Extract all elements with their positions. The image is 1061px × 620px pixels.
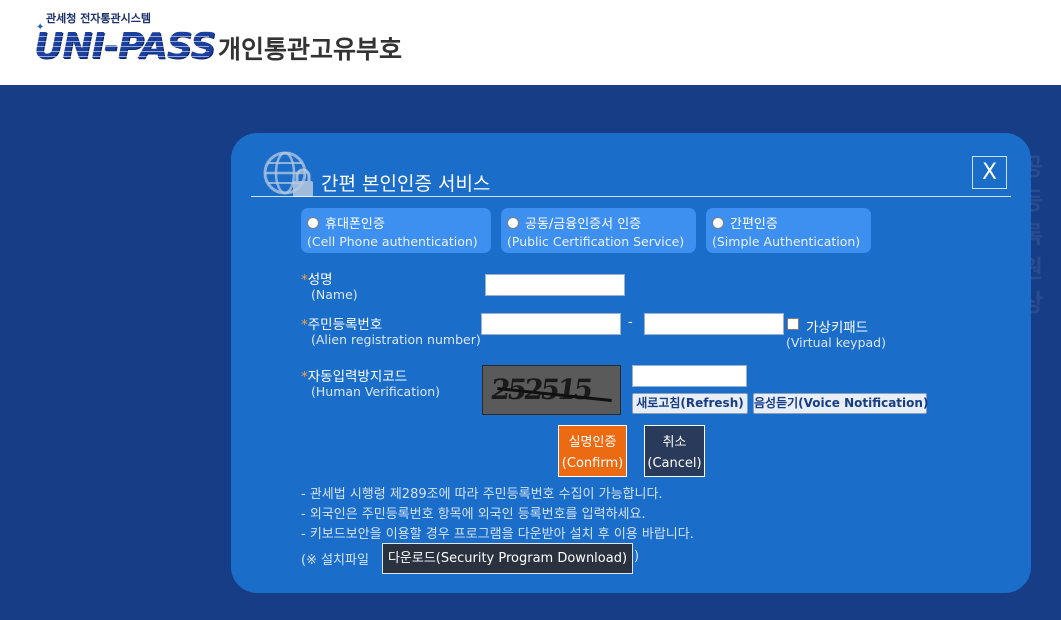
voice-button[interactable]: 음성듣기(Voice Notification) <box>753 393 928 414</box>
confirm-sublabel: (Confirm) <box>561 456 624 471</box>
captcha-label: *자동입력방지코드 <box>301 365 407 385</box>
auth-option-sublabel: (Public Certification Service) <box>507 234 685 249</box>
confirm-label: 실명인증 <box>568 435 617 450</box>
note-item: - 키보드보안을 이용할 경우 프로그램을 다운받아 설치 후 이용 바랍니다. <box>301 527 694 542</box>
page-title: 개인통관고유부호 <box>218 35 403 64</box>
regno-label-text: 주민등록번호 <box>307 317 383 333</box>
auth-option-label: 공동/금융인증서 인증 <box>525 217 642 232</box>
captcha-label-text: 자동입력방지코드 <box>307 369 408 385</box>
regno-separator: - <box>628 315 633 330</box>
globe-lock-icon <box>263 151 313 197</box>
page-header: 관세청 전자통관시스템 ✦ UNI-PASS 개인통관고유부호 <box>0 0 1061 85</box>
auth-modal: 간편 본인인증 서비스 X 휴대폰인증 (Cell Phone authenti… <box>231 133 1031 593</box>
auth-option-simple[interactable]: 간편인증 (Simple Authentication) <box>706 208 871 253</box>
radio-icon[interactable] <box>307 216 319 229</box>
captcha-input[interactable] <box>632 365 747 387</box>
regno-back-input[interactable] <box>644 313 784 335</box>
install-prefix: (※ 설치파일 <box>301 553 369 568</box>
name-label: *성명 <box>301 268 333 288</box>
cancel-button[interactable]: 취소 (Cancel) <box>644 425 705 477</box>
regno-label: *주민등록번호 <box>301 313 382 333</box>
auth-option-certificate[interactable]: 공동/금융인증서 인증 (Public Certification Servic… <box>501 208 696 253</box>
auth-option-label: 휴대폰인증 <box>325 217 385 232</box>
auth-option-sublabel: (Simple Authentication) <box>712 234 861 249</box>
cancel-sublabel: (Cancel) <box>647 456 702 471</box>
install-suffix: ) <box>634 549 640 564</box>
auth-option-label: 간편인증 <box>730 217 778 232</box>
download-button[interactable]: 다운로드(Security Program Download) <box>382 543 633 574</box>
cancel-label: 취소 <box>662 435 687 450</box>
required-mark: * <box>301 317 308 333</box>
note-item: - 외국인은 주민등록번호 항목에 외국인 등록번호를 입력하세요. <box>301 507 646 522</box>
name-sublabel: (Name) <box>311 287 358 302</box>
virtual-keypad-checkbox[interactable] <box>787 318 799 330</box>
confirm-button[interactable]: 실명인증 (Confirm) <box>558 425 627 477</box>
close-button[interactable]: X <box>972 156 1007 189</box>
title-divider <box>251 196 1011 197</box>
logo-subtitle: 관세청 전자통관시스템 <box>46 12 152 25</box>
radio-icon[interactable] <box>712 216 724 229</box>
required-mark: * <box>301 369 308 385</box>
auth-option-sublabel: (Cell Phone authentication) <box>307 234 478 249</box>
virtual-keypad-label: 가상키패드 <box>806 320 869 336</box>
required-mark: * <box>301 272 308 288</box>
auth-option-cellphone[interactable]: 휴대폰인증 (Cell Phone authentication) <box>301 208 491 253</box>
regno-sublabel: (Alien registration number) <box>311 332 481 347</box>
name-input[interactable] <box>485 274 625 296</box>
star-icon: ✦ <box>36 22 45 33</box>
modal-title: 간편 본인인증 서비스 <box>321 173 491 195</box>
logo-text: UNI-PASS <box>34 26 216 67</box>
regno-front-input[interactable] <box>481 313 621 335</box>
virtual-keypad-sublabel: (Virtual keypad) <box>786 335 886 350</box>
radio-icon[interactable] <box>507 216 519 229</box>
unipass-logo[interactable]: 관세청 전자통관시스템 ✦ UNI-PASS <box>34 10 216 72</box>
refresh-button[interactable]: 새로고침(Refresh) <box>632 393 748 414</box>
note-item: - 관세법 시행령 제289조에 따라 주민등록번호 수집이 가능합니다. <box>301 487 663 502</box>
close-icon: X <box>981 160 998 185</box>
name-label-text: 성명 <box>307 272 333 288</box>
captcha-image: 252515 <box>482 365 621 415</box>
captcha-sublabel: (Human Verification) <box>311 384 441 399</box>
